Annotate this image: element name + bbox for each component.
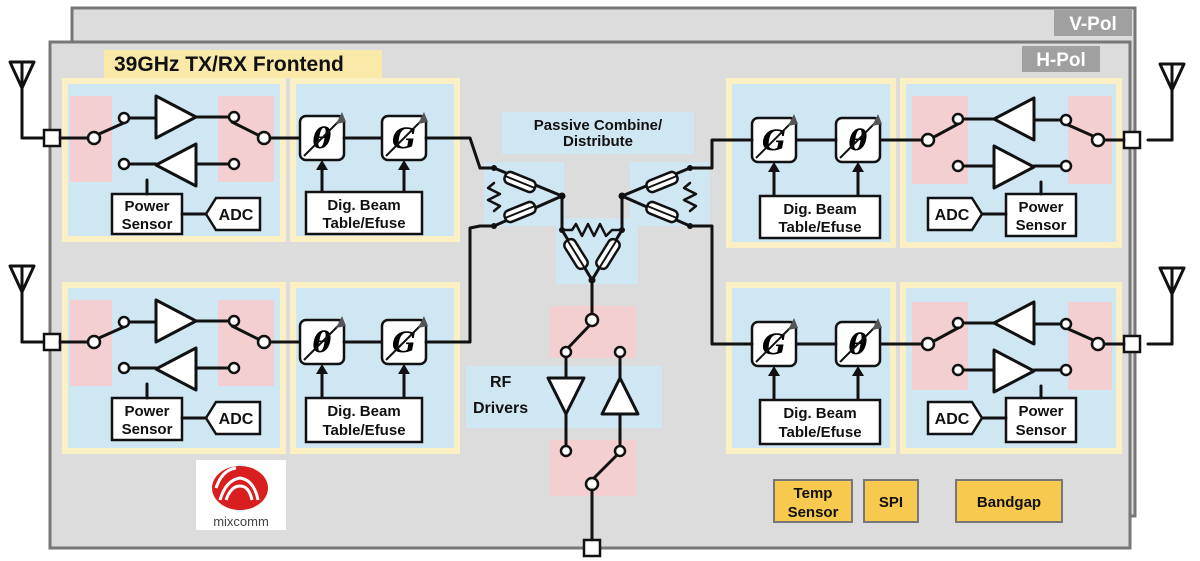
svg-text:ADC: ADC — [935, 411, 970, 428]
rf-drivers-label-1: RF — [490, 374, 512, 391]
left-bottom-circuit: θ G Dig. Beam Table/Efuse Power Sensor A… — [8, 264, 428, 444]
svg-text:Sensor: Sensor — [788, 504, 839, 521]
title-bg — [104, 50, 382, 78]
passive-combiner-network — [424, 136, 754, 346]
mixcomm-logo: mixcomm — [196, 460, 286, 530]
svg-text:Power: Power — [124, 198, 169, 215]
driver-down-icon — [546, 376, 586, 416]
bandgap-block — [955, 479, 1063, 523]
spi-block — [863, 479, 919, 523]
svg-text:Sensor: Sensor — [122, 216, 173, 233]
passive-label-bg — [502, 112, 694, 154]
passive-label-2: Distribute — [563, 133, 633, 150]
svg-text:Temp: Temp — [794, 485, 833, 502]
antenna-icon — [8, 264, 36, 344]
dig-beam-table — [304, 190, 424, 236]
left-top-circuit: θ G Dig. Beam Table/Efuse Power Sensor A… — [8, 60, 428, 236]
power-sensor — [1004, 396, 1078, 444]
svg-text:Table/Efuse: Table/Efuse — [778, 424, 861, 441]
logo-text: mixcomm — [213, 514, 269, 529]
dig-beam-table — [304, 396, 424, 444]
svg-text:Dig. Beam: Dig. Beam — [783, 201, 856, 218]
pa-icon — [154, 298, 198, 344]
rf-drivers — [546, 312, 640, 558]
svg-text:Sensor: Sensor — [1016, 422, 1067, 439]
svg-text:Sensor: Sensor — [122, 421, 173, 438]
adc-block — [926, 196, 984, 232]
adc-block — [204, 400, 262, 436]
pa-icon — [992, 300, 1036, 346]
v-pol-tab — [1054, 10, 1132, 36]
svg-text:Power: Power — [124, 403, 169, 420]
dig-beam-table — [758, 194, 882, 240]
temp-sensor-block — [773, 479, 853, 523]
h-pol-tab — [1022, 46, 1100, 72]
power-sensor — [110, 396, 184, 442]
svg-text:Power: Power — [1018, 403, 1063, 420]
support-blocks: Temp Sensor SPI Bandgap — [773, 479, 1063, 523]
svg-text:Power: Power — [1018, 199, 1063, 216]
antenna-icon — [1158, 266, 1186, 346]
rf-port-icon — [42, 128, 62, 148]
adc-block — [926, 400, 984, 436]
svg-text:Table/Efuse: Table/Efuse — [322, 422, 405, 439]
right-bottom-circuit: θ G Dig. Beam Table/Efuse Power Sensor A… — [750, 266, 1186, 446]
pa-icon — [154, 94, 198, 140]
svg-text:Bandgap: Bandgap — [977, 494, 1041, 511]
h-pol-label: H-Pol — [1036, 50, 1086, 71]
antenna-icon — [1158, 62, 1186, 142]
svg-text:ADC: ADC — [935, 207, 970, 224]
svg-text:ADC: ADC — [219, 411, 254, 428]
adc-block — [204, 196, 262, 232]
right-top-circuit: θ G Dig. Beam Table/Efuse Power Sensor A… — [750, 62, 1186, 240]
channel-left-bottom — [62, 282, 460, 454]
pa-icon — [992, 96, 1036, 142]
rf-port-icon — [1122, 130, 1142, 150]
frontend-title: 39GHz TX/RX Frontend — [114, 53, 344, 76]
svg-text:Dig. Beam: Dig. Beam — [783, 405, 856, 422]
svg-text:ADC: ADC — [219, 207, 254, 224]
rf-common-port-icon — [582, 538, 602, 558]
svg-text:SPI: SPI — [879, 494, 903, 511]
rf-port-icon — [42, 332, 62, 352]
svg-text:Dig. Beam: Dig. Beam — [327, 403, 400, 420]
svg-text:Table/Efuse: Table/Efuse — [322, 215, 405, 232]
v-pol-label: V-Pol — [1069, 14, 1117, 35]
passive-label-1: Passive Combine/ — [534, 117, 663, 134]
svg-text:Table/Efuse: Table/Efuse — [778, 219, 861, 236]
dig-beam-table — [758, 398, 882, 446]
svg-text:Sensor: Sensor — [1016, 217, 1067, 234]
rf-port-icon — [1122, 334, 1142, 354]
svg-text:Dig. Beam: Dig. Beam — [327, 197, 400, 214]
rf-drivers-label-2: Drivers — [473, 400, 528, 417]
antenna-icon — [8, 60, 36, 140]
